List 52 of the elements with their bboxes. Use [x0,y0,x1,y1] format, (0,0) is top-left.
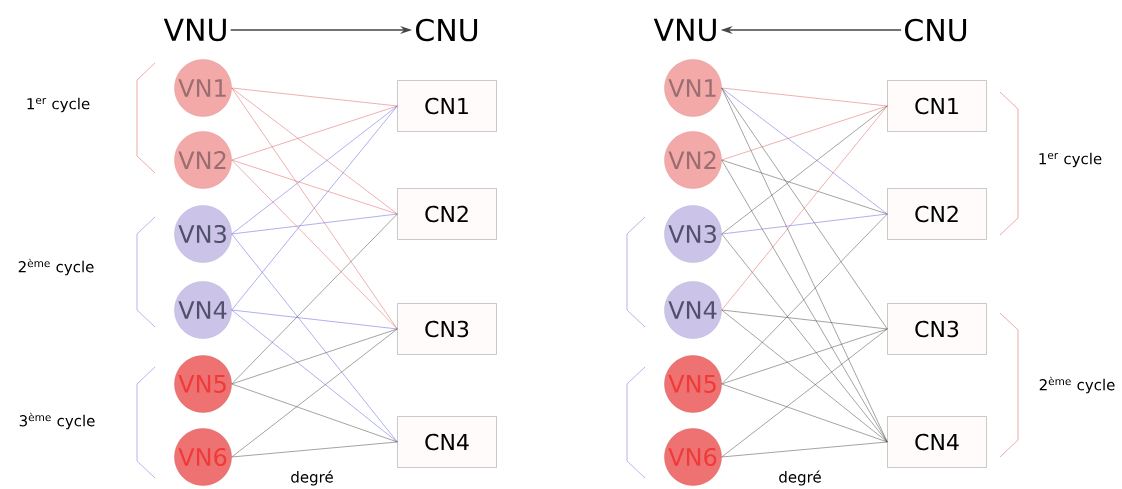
check-node-box: CN1 [887,80,987,132]
connector-line [231,441,398,458]
header-label: CNU [905,18,967,42]
connector-line [231,233,398,443]
connector-line [231,213,398,385]
connector-line [721,441,888,458]
connector-line [721,159,888,215]
connector-line [721,213,888,385]
check-node-box: CN2 [887,188,987,240]
connector-line [231,87,398,107]
degree-label: degré [779,470,821,486]
connector-line [231,105,398,161]
connector-line [721,309,888,330]
cycle-label: 1$^{er}$ cycle [27,97,90,113]
connector-line [721,328,888,458]
connector-line [721,383,888,443]
connector-line [231,159,398,215]
connector-line [231,105,398,235]
connector-line [721,105,888,235]
connector-line [231,105,398,311]
connector-line [231,309,398,330]
connector-line [721,159,888,443]
cycle-label: 2$^{ème}$ cycle [1039,376,1115,394]
check-node-box: CN4 [397,416,497,468]
connector-line [721,87,888,107]
connector-line [231,328,398,385]
connector-line [721,87,888,330]
connector-line [721,328,888,385]
connector-line [721,309,888,443]
check-node-box: CN4 [887,416,987,468]
connector-line [231,383,398,443]
cycle-label: 3$^{ème}$ cycle [19,412,95,430]
connector-line [721,213,888,235]
check-node-box: CN3 [397,303,497,355]
connector-line [721,105,888,161]
connector-line [231,309,398,443]
degree-label: degré [291,470,333,486]
connector-line [231,87,398,215]
connector-line [231,159,398,330]
header-label: CNU [416,18,478,42]
connector-line [721,233,888,443]
header-label: VNU [653,18,716,42]
connector-line [231,213,398,235]
check-node-box: CN1 [397,80,497,132]
connector-line [721,87,888,215]
check-node-box: CN2 [397,188,497,240]
header-label: VNU [163,18,226,42]
connector-line [721,105,888,311]
check-node-box: CN3 [887,303,987,355]
cycle-label: 2$^{ème}$ cycle [18,258,94,276]
cycle-label: 1$^{er}$ cycle [1039,152,1102,168]
connector-line [231,328,398,458]
